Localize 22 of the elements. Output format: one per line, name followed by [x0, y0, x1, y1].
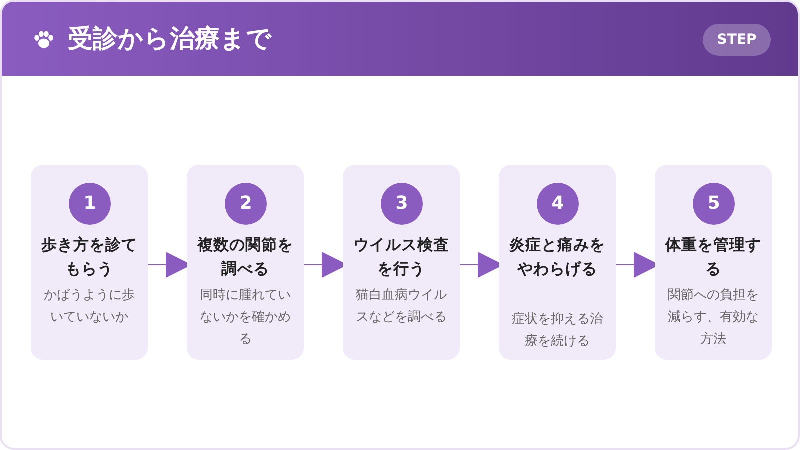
step-number: 2: [225, 183, 267, 225]
step-title: 複数の関節を調べる: [197, 235, 294, 280]
step-number: 1: [69, 183, 111, 225]
step-number: 3: [381, 183, 423, 225]
step-description: 同時に腫れていないかを確かめる: [199, 287, 292, 349]
step-card: [343, 165, 460, 360]
step-number: 5: [693, 183, 735, 225]
step-description: 関節への負担を減らす、有効な方法: [667, 287, 760, 349]
step-title: 歩き方を診てもらう: [41, 235, 138, 280]
step-card: [187, 165, 304, 360]
step-description: 猫白血病ウイルスなどを調べる: [355, 287, 448, 327]
step-title: ウイルス検査を行う: [353, 235, 450, 280]
step-card: [499, 165, 616, 360]
badge: STEP: [703, 24, 771, 56]
title: 受診から治療まで: [68, 23, 272, 55]
step-number: 4: [537, 183, 579, 225]
step-description: 症状を抑える治療を続ける: [511, 311, 604, 351]
step-title: 体重を管理する: [665, 235, 762, 280]
step-card: [655, 165, 772, 360]
step-card: [31, 165, 148, 360]
step-title: 炎症と痛みをやわらげる: [509, 235, 606, 280]
step-description: かばうように歩いていないか: [43, 287, 136, 327]
